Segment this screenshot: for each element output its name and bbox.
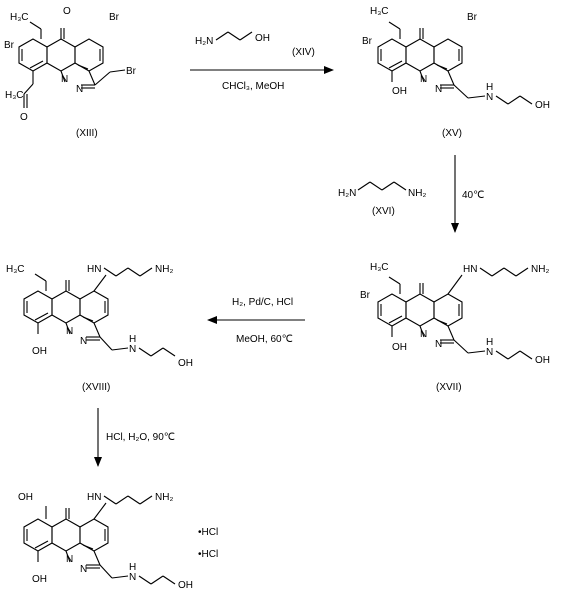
hydroxyl-label: OH	[535, 355, 550, 366]
amine-label: NH₂	[155, 264, 173, 275]
methyl-label: H₃C	[10, 12, 29, 23]
compound-xiii: H₃C Br Br O N N Br H₃C O (XIII)	[4, 6, 137, 139]
methyl-label: H₃C	[370, 262, 389, 273]
reagent-xvi: H₂N NH₂ (XVI)	[338, 181, 426, 217]
ring-nitrogen-label: N	[76, 84, 83, 95]
amine-label: HN	[87, 492, 101, 503]
hydroxyl-label: OH	[535, 100, 550, 111]
amine-label: H₂N	[195, 36, 213, 47]
ester-oxygen-label: O	[20, 112, 28, 123]
ring-nitrogen-label: N	[66, 554, 73, 565]
compound-id: (XVII)	[436, 382, 462, 393]
amine-nitrogen-label: N	[129, 572, 136, 583]
amine-label: NH₂	[531, 264, 549, 275]
amine-nitrogen-label: N	[486, 347, 493, 358]
hydroxyl-label: OH	[178, 358, 193, 369]
amine-nitrogen-label: N	[486, 92, 493, 103]
hydroxyl-label: OH	[255, 33, 270, 44]
compound-xvii: H₃C Br HN NH₂ OH N N N H OH (XVII)	[360, 262, 550, 393]
hcl-salt-label: •HCl	[198, 527, 218, 538]
compound-id: (XVI)	[372, 206, 395, 217]
hydroxyl-label: OH	[178, 580, 193, 591]
amine-label: HN	[463, 264, 477, 275]
step1-conditions: CHCl₃, MeOH	[222, 81, 284, 92]
reagent-xiv: H₂N OH (XIV)	[195, 31, 315, 58]
compound-final: OH HN NH₂ OH N N N H OH •HCl •HCl	[18, 492, 218, 591]
compound-xviii: H₃C HN NH₂ OH N N N H OH (XVIII)	[6, 264, 193, 393]
amine-hydrogen-label: H	[129, 562, 136, 573]
bromo-label: Br	[360, 290, 371, 301]
ring-nitrogen-label: N	[66, 326, 73, 337]
ring-nitrogen-label: N	[61, 74, 68, 85]
compound-xv: H₃C Br Br OH N N N H OH (XV)	[362, 6, 550, 139]
amine-label: NH₂	[155, 492, 173, 503]
step2-conditions: 40℃	[462, 190, 484, 201]
ring-nitrogen-label: N	[435, 84, 442, 95]
amine-nitrogen-label: N	[129, 344, 136, 355]
ring-nitrogen-label: N	[420, 329, 427, 340]
hydroxyl-label: OH	[32, 346, 47, 357]
ring-nitrogen-label: N	[420, 74, 427, 85]
hydroxyl-label: OH	[392, 342, 407, 353]
hydroxyl-label: OH	[32, 574, 47, 585]
hydroxyl-label: OH	[392, 86, 407, 97]
compound-id: (XV)	[442, 128, 462, 139]
ring-nitrogen-label: N	[80, 336, 87, 347]
amine-label: NH₂	[408, 188, 426, 199]
step3-reagents: H₂, Pd/C, HCl	[232, 297, 293, 308]
bromo-label: Br	[362, 36, 373, 47]
amine-label: H₂N	[338, 188, 356, 199]
bromomethyl-label: Br	[126, 66, 137, 77]
step3-conditions: MeOH, 60℃	[236, 334, 293, 345]
ring-nitrogen-label: N	[435, 339, 442, 350]
bromo-label: Br	[109, 12, 120, 23]
amine-hydrogen-label: H	[486, 337, 493, 348]
compound-id: (XIV)	[292, 47, 315, 58]
amine-hydrogen-label: H	[129, 334, 136, 345]
compound-id: (XIII)	[76, 128, 98, 139]
acetyl-methyl-label: H₃C	[5, 90, 24, 101]
methyl-label: H₃C	[370, 6, 389, 17]
ring-nitrogen-label: N	[80, 564, 87, 575]
compound-id: (XVIII)	[82, 382, 110, 393]
hydroxyl-label: OH	[18, 492, 33, 503]
methyl-label: H₃C	[6, 264, 25, 275]
bromo-label: Br	[4, 40, 15, 51]
carbonyl-oxygen-label: O	[63, 6, 71, 17]
step4-conditions: HCl, H₂O, 90℃	[106, 432, 175, 443]
bromo-label: Br	[467, 12, 478, 23]
amine-hydrogen-label: H	[486, 82, 493, 93]
hcl-salt-label: •HCl	[198, 549, 218, 560]
amine-label: HN	[87, 264, 101, 275]
